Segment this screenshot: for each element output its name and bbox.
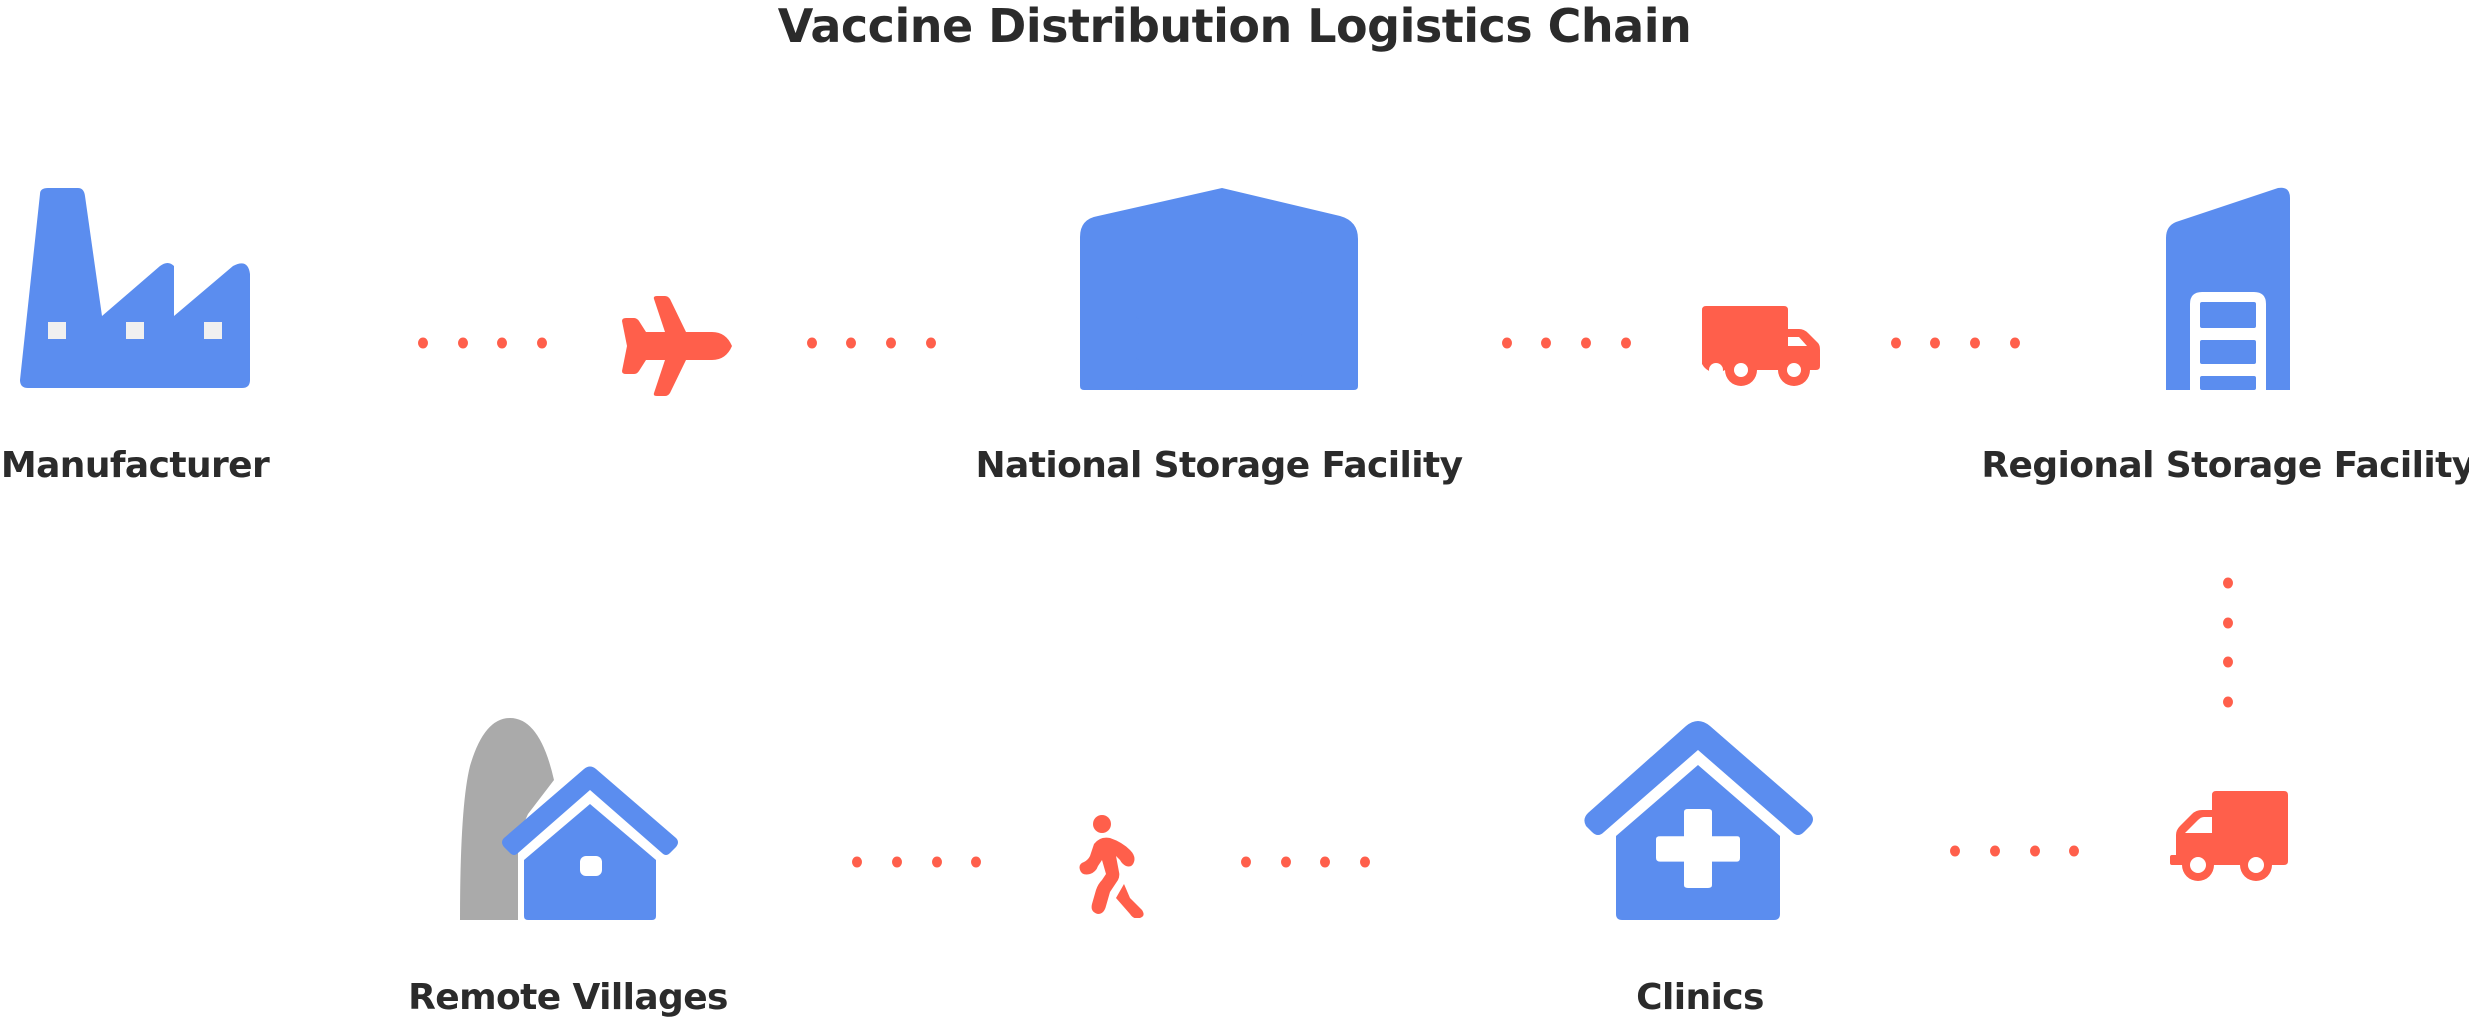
connector-dot <box>2010 337 2020 349</box>
connector-dot <box>932 856 942 868</box>
connector-dot <box>1970 337 1980 349</box>
connector-dot <box>458 337 468 349</box>
connector-dot <box>1581 337 1591 349</box>
diagram-title: Vaccine Distribution Logistics Chain <box>777 0 1692 53</box>
connector-dot <box>1541 337 1551 349</box>
connector-dot <box>2223 696 2233 708</box>
connector-dot <box>418 337 428 349</box>
walking-person-icon <box>1079 815 1144 918</box>
connector-dot <box>1990 845 2000 857</box>
hill-icon <box>460 718 554 920</box>
storage-building-icon <box>2166 187 2290 390</box>
connector-dot <box>846 337 856 349</box>
connector-dot <box>2223 577 2233 589</box>
node-label-regional-storage: Regional Storage Facility <box>1981 445 2469 486</box>
connector-dot <box>886 337 896 349</box>
node-label-clinics: Clinics <box>1636 977 1764 1018</box>
warehouse-icon <box>1080 188 1358 390</box>
node-label-manufacturer: Manufacturer <box>0 445 270 486</box>
clinic-icon <box>1584 721 1813 920</box>
connector-dot <box>1891 337 1901 349</box>
truck-icon <box>1702 306 1820 386</box>
truck-icon <box>2170 791 2288 881</box>
node-label-remote-villages: Remote Villages <box>408 977 728 1018</box>
connector-dot <box>852 856 862 868</box>
village-house-icon <box>460 718 678 920</box>
connector-dot <box>1950 845 1960 857</box>
connector-dot <box>1930 337 1940 349</box>
connector-dot <box>1360 856 1370 868</box>
connector-dot <box>1320 856 1330 868</box>
connector-dot <box>892 856 902 868</box>
connector-dot <box>2223 656 2233 668</box>
connector-dot <box>537 337 547 349</box>
airplane-icon <box>622 296 732 396</box>
connector-dot <box>2030 845 2040 857</box>
connector-dot <box>1621 337 1631 349</box>
connector-dot <box>497 337 507 349</box>
connector-dot <box>2223 617 2233 629</box>
connector-dot <box>971 856 981 868</box>
factory-icon <box>20 188 250 388</box>
connector-dot <box>1502 337 1512 349</box>
node-label-national-storage: National Storage Facility <box>975 445 1464 486</box>
connector-dot <box>2069 845 2079 857</box>
connector-dot <box>807 337 817 349</box>
connector-dot <box>1281 856 1291 868</box>
connector-dot <box>1241 856 1251 868</box>
connector-dot <box>926 337 936 349</box>
